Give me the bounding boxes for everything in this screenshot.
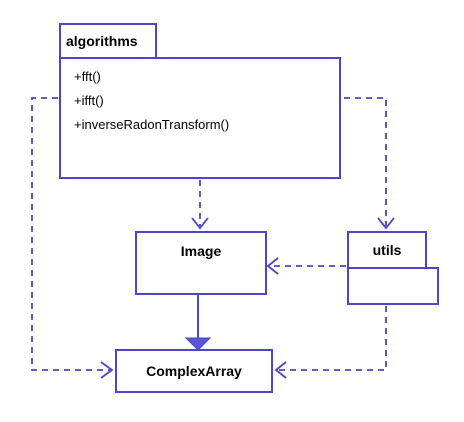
image-class-name: Image bbox=[181, 243, 222, 259]
utils-class-body bbox=[347, 267, 439, 305]
algorithms-package-name: algorithms bbox=[66, 33, 138, 49]
complex-array-class[interactable]: ComplexArray bbox=[115, 349, 273, 393]
algorithms-package[interactable]: algorithms +fft() +ifft() +inverseRadonT… bbox=[59, 23, 341, 179]
operation-ifft: +ifft() bbox=[74, 93, 104, 108]
dependency-utils-to-image bbox=[266, 257, 346, 275]
operation-fft: +fft() bbox=[74, 69, 101, 84]
utils-class[interactable]: utils bbox=[347, 231, 439, 305]
algorithms-body bbox=[59, 57, 341, 179]
association-image-to-complex-array bbox=[184, 294, 212, 351]
complex-array-class-name: ComplexArray bbox=[146, 363, 242, 379]
dependency-algorithms-to-utils bbox=[344, 97, 395, 230]
utils-class-name: utils bbox=[373, 242, 402, 258]
image-class[interactable]: Image bbox=[135, 231, 267, 295]
dependency-algorithms-to-complex-array bbox=[31, 97, 114, 379]
dependency-algorithms-to-image bbox=[191, 180, 209, 230]
operation-inverse-radon-transform: +inverseRadonTransform() bbox=[74, 117, 229, 132]
association-arrowhead bbox=[184, 337, 212, 351]
dependency-utils-to-complex-array bbox=[274, 306, 387, 379]
complex-array-class-box bbox=[115, 349, 273, 393]
image-class-box bbox=[135, 231, 267, 295]
